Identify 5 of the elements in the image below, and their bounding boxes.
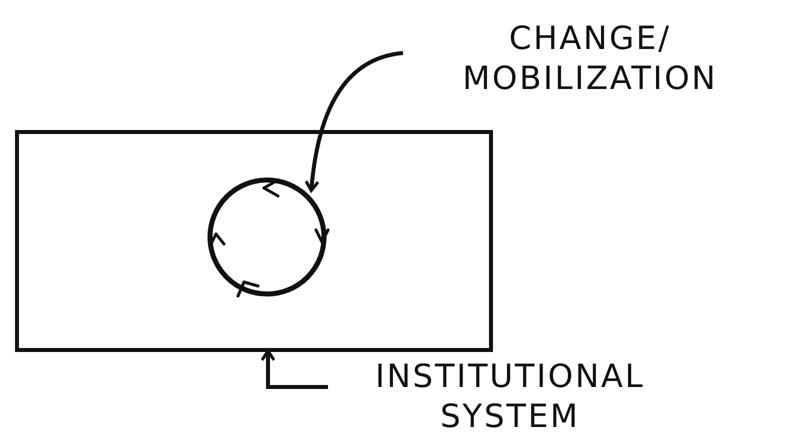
arrow	[304, 51, 404, 192]
handwritten-label: CHANGE/ MOBILIZATION	[395, 18, 785, 108]
system-rectangle	[15, 130, 493, 352]
handwritten-label: INSTITUTIONAL SYSTEM	[320, 356, 700, 442]
arrow	[260, 350, 328, 389]
